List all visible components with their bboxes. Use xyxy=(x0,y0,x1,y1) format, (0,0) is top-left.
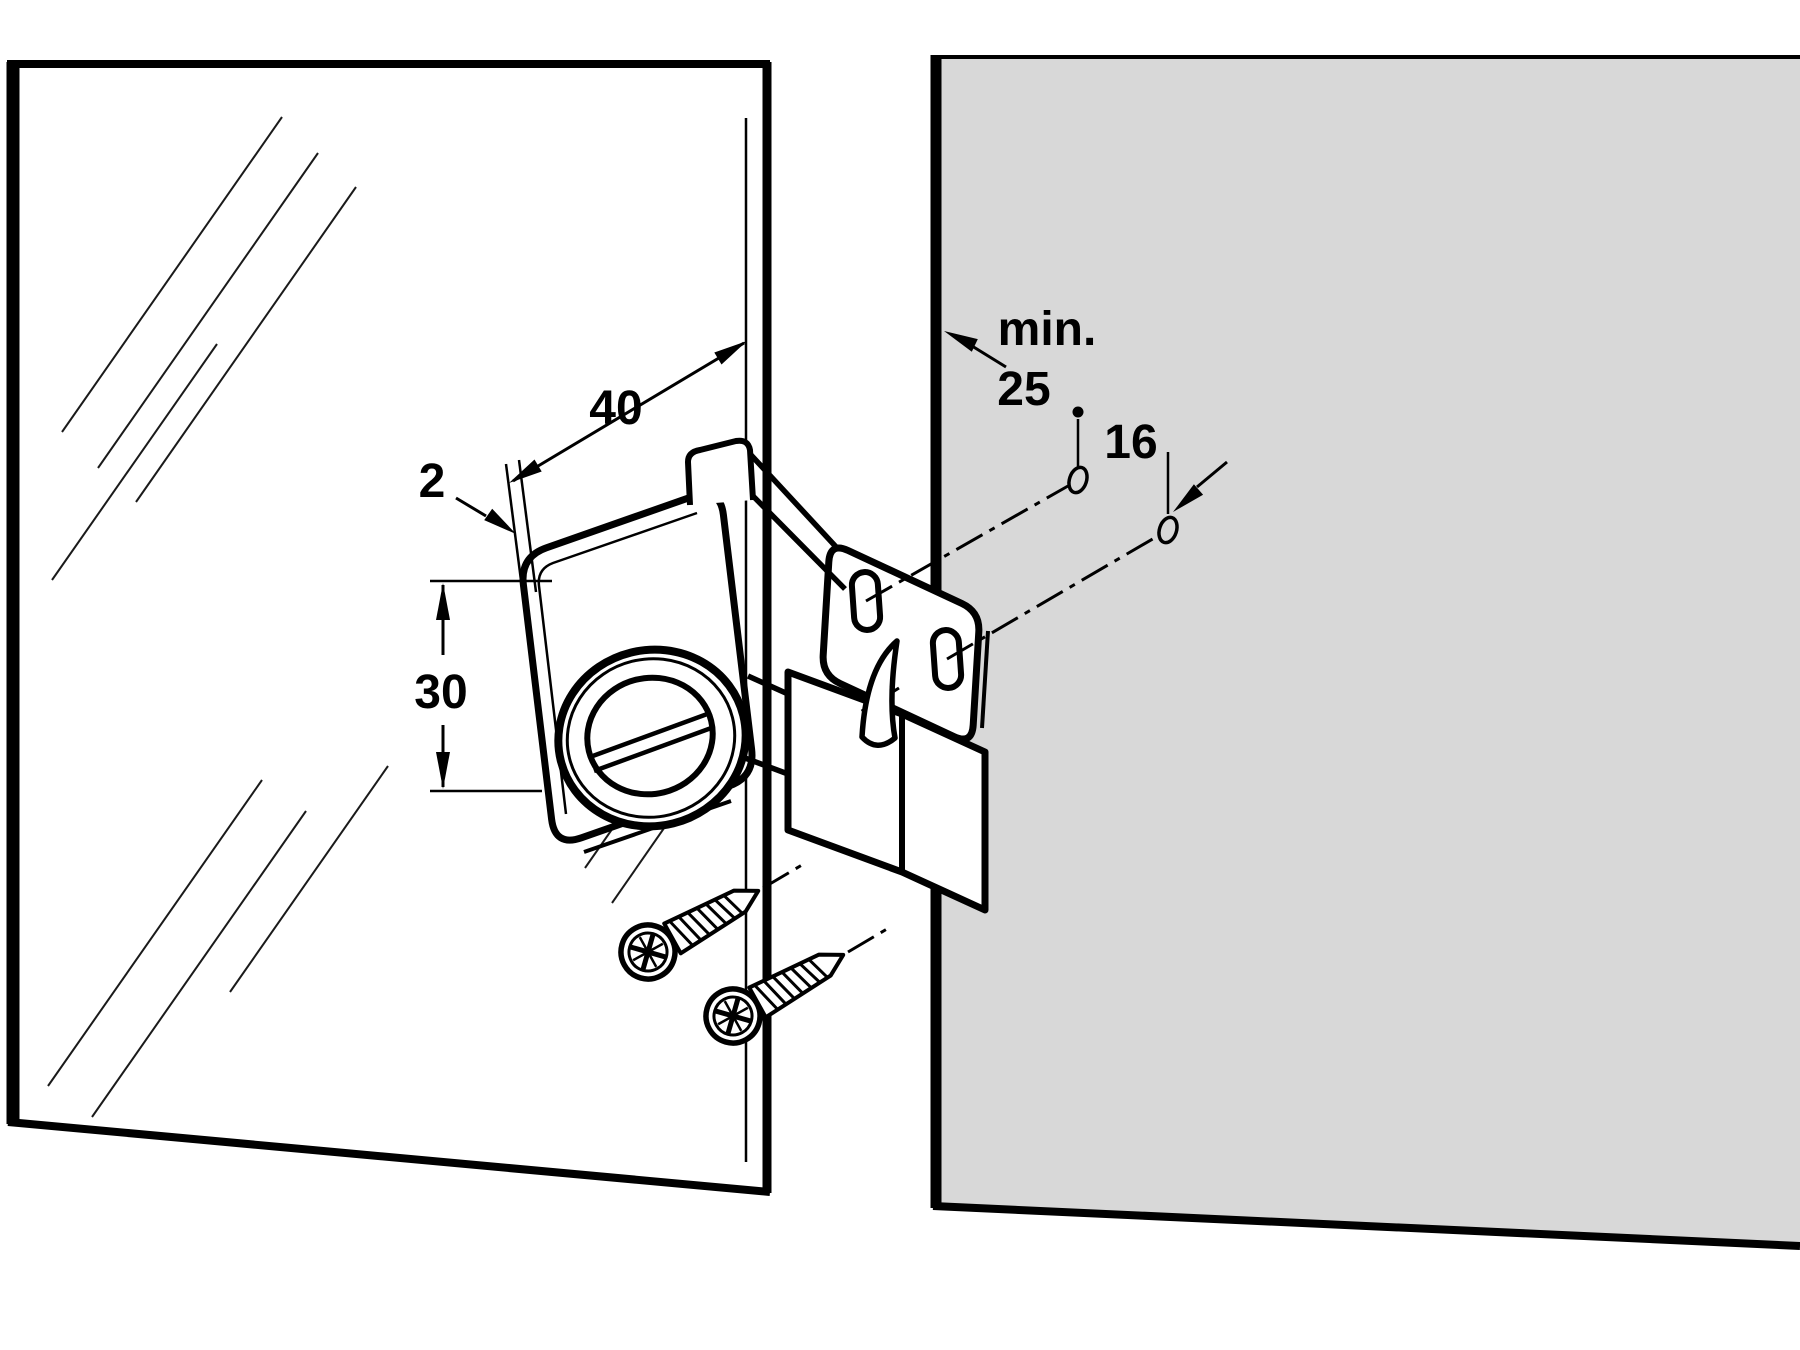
dim-2-extension-line xyxy=(517,459,538,593)
annotation-16: 16 xyxy=(1104,416,1228,545)
mounting-plate-thickness-line xyxy=(980,630,990,729)
pozidriv-cross-icon xyxy=(638,936,658,968)
min-25-leader-line xyxy=(971,344,1007,369)
dim-2-leader-line xyxy=(455,496,487,518)
mounting-plate-slot-hole-1 xyxy=(848,569,884,633)
dim-2-arrowhead xyxy=(484,508,516,534)
screw-thread xyxy=(723,894,743,914)
screw-2-axis xyxy=(847,924,893,954)
dim-40-arrowhead-top xyxy=(714,341,747,365)
screw-thread xyxy=(686,911,711,936)
glass-panel-face xyxy=(7,60,770,1195)
axis-line-hole-2 xyxy=(946,535,1157,661)
hinge-arm-lower-line xyxy=(751,494,847,591)
screw-thread xyxy=(780,970,804,995)
dim-16-label: 16 xyxy=(1104,416,1157,469)
axis-line-hole-1 xyxy=(865,484,1069,603)
screw-2 xyxy=(703,952,846,1046)
dim-25-label: 25 xyxy=(997,363,1050,416)
cup-slot-line-top xyxy=(589,710,711,760)
dimension-30: 30 xyxy=(414,579,552,793)
cup-wall-ring xyxy=(565,657,737,819)
screw-thread xyxy=(695,906,719,931)
dim-40-label: 40 xyxy=(589,382,642,435)
screw-thread xyxy=(677,915,702,941)
dim-30-label: 30 xyxy=(414,666,467,719)
cup-slot-line-bottom xyxy=(593,724,715,774)
cabinet-panel-face xyxy=(935,55,1800,1247)
drill-mark-2 xyxy=(1157,515,1179,545)
reflection-line xyxy=(47,779,263,1087)
mounting-plate-slot-hole-2 xyxy=(929,627,965,691)
dim-40-line xyxy=(512,341,745,483)
dim-25-reference-dot xyxy=(1072,406,1084,418)
screw-head-inner-ring xyxy=(627,931,669,973)
screw-thread xyxy=(704,902,728,925)
cabinet-panel xyxy=(930,55,1800,1250)
hinge-cup xyxy=(554,645,750,831)
hinge-claw xyxy=(859,638,900,748)
annotation-min-25: min. 25 xyxy=(944,303,1096,495)
reflection-line xyxy=(229,765,389,993)
reflection-line xyxy=(51,343,218,581)
hinge-pivot-lower-line xyxy=(744,755,789,777)
screw-head-inner-ring xyxy=(712,995,754,1037)
screw-thread xyxy=(808,958,828,978)
dimension-40: 40 xyxy=(504,341,747,597)
screw-1-axis xyxy=(762,860,808,890)
dim-30-arrowhead-down xyxy=(436,752,450,789)
screw-thread xyxy=(668,920,694,946)
reflection-line xyxy=(97,152,319,469)
dim-16-arrowhead xyxy=(1173,484,1204,512)
mounting-plate xyxy=(819,544,990,743)
screw-thread xyxy=(762,979,787,1005)
mounting-block xyxy=(784,638,989,914)
drill-mark-1 xyxy=(1067,465,1089,495)
dim-2-label: 2 xyxy=(419,455,446,508)
dim-40-extension-line xyxy=(504,463,525,597)
clamp-plate-chamfer-line xyxy=(537,511,698,815)
center-axes xyxy=(865,484,1157,661)
reflection-line xyxy=(135,186,357,503)
screw-thread xyxy=(789,966,813,989)
min-25-arrowhead xyxy=(944,331,978,352)
screw-axes xyxy=(762,860,893,954)
screw-thread xyxy=(799,962,821,983)
hinge-arm-upper-line xyxy=(748,453,841,551)
screw-1 xyxy=(618,888,761,982)
cabinet-panel-bottom-edge xyxy=(932,1202,1800,1250)
screw-thread xyxy=(714,898,736,919)
min-label: min. xyxy=(998,303,1097,356)
screw-thread xyxy=(753,984,779,1010)
glass-panel xyxy=(6,60,772,1196)
screw-thread xyxy=(771,975,796,1000)
dim-30-arrowhead-up xyxy=(436,583,450,620)
glass-bottom-edge xyxy=(7,1118,771,1196)
dim-16-leader-line xyxy=(1196,460,1228,489)
reflection-line xyxy=(91,810,307,1118)
reflection-line xyxy=(61,116,283,433)
clamp-arm-tab xyxy=(685,437,756,506)
dimension-2: 2 xyxy=(419,455,538,593)
dim-40-arrowhead-bottom xyxy=(509,459,542,483)
hinge-pivot-upper-line xyxy=(746,673,790,697)
pozidriv-cross-icon xyxy=(723,1000,743,1032)
